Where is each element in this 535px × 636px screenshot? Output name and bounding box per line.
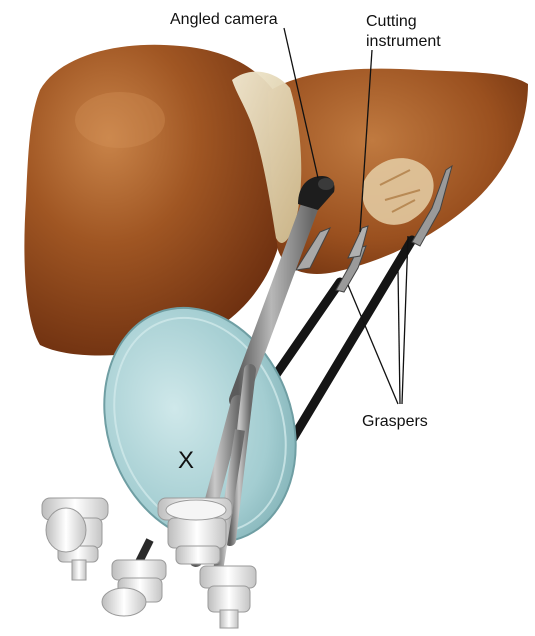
trocar-fitting-bottom-left <box>102 560 166 616</box>
label-cutting-line1: Cutting <box>366 13 417 30</box>
label-angled-camera: Angled camera <box>170 11 278 28</box>
trocar-fitting-bottom-right <box>200 566 256 628</box>
port-x-mark: X <box>178 447 194 474</box>
trocar-fitting-left <box>42 498 108 580</box>
label-cutting-line2: instrument <box>366 33 441 50</box>
leader-graspers-3 <box>398 270 400 404</box>
label-graspers: Graspers <box>362 413 428 430</box>
